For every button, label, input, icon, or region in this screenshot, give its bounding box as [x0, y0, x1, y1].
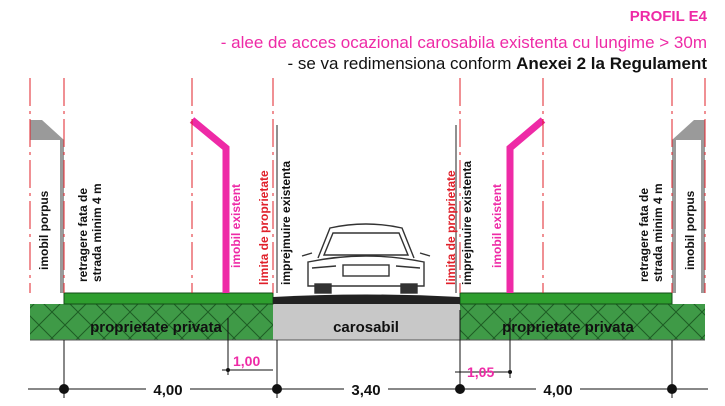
road-surface	[273, 294, 460, 304]
offset-right-label: 1,05	[467, 364, 494, 380]
label-right-setback-1: retragere fata de	[637, 188, 651, 282]
label-right-limit: limita de proprietate	[444, 170, 458, 285]
reference-lines	[29, 78, 706, 293]
profile-note-1: - alee de acces ocazional carosabila exi…	[220, 33, 707, 52]
zone-right-label: proprietate privata	[502, 319, 634, 336]
zone-center-label: carosabil	[333, 319, 399, 336]
zone-left-label: proprietate privata	[90, 319, 222, 336]
label-left-building: imobil porpus	[37, 190, 51, 270]
offset-dimension-lines	[222, 310, 511, 390]
label-right-existing: imobil existent	[490, 184, 504, 268]
dimension-node-3	[455, 384, 465, 394]
label-left-setback-2: strada minim 4 m	[90, 183, 104, 282]
profile-note-2-prefix: - se va redimensiona conform	[287, 54, 517, 73]
dimension-right-width: 4,00	[543, 382, 572, 399]
label-right-building: imobil porpus	[683, 190, 697, 270]
offset-left-label: 1,00	[233, 353, 260, 369]
profile-note-2: - se va redimensiona conform Anexei 2 la…	[288, 54, 708, 74]
left-property-ground	[30, 304, 273, 340]
label-left-fence: imprejmuire existenta	[279, 161, 293, 285]
dimension-left-width: 4,00	[153, 382, 182, 399]
car-icon	[301, 223, 431, 294]
left-existing-building-line	[189, 117, 230, 293]
road-base	[273, 304, 460, 340]
right-green-surface	[459, 292, 673, 305]
dimension-center-width: 3,40	[351, 382, 380, 399]
profile-note-2-bold: Anexei 2 la Regulament	[516, 54, 707, 73]
label-right-fence: imprejmuire existenta	[460, 161, 474, 285]
right-property-ground	[460, 304, 705, 340]
left-green-surface	[63, 292, 274, 305]
label-right-setback-2: strada minim 4 m	[651, 183, 665, 282]
label-left-existing: imobil existent	[229, 184, 243, 268]
label-left-limit: limita de proprietate	[257, 170, 271, 285]
profile-title: PROFIL E4	[629, 8, 707, 25]
right-existing-building-line	[506, 117, 546, 293]
label-left-setback-1: retragere fata de	[76, 188, 90, 282]
